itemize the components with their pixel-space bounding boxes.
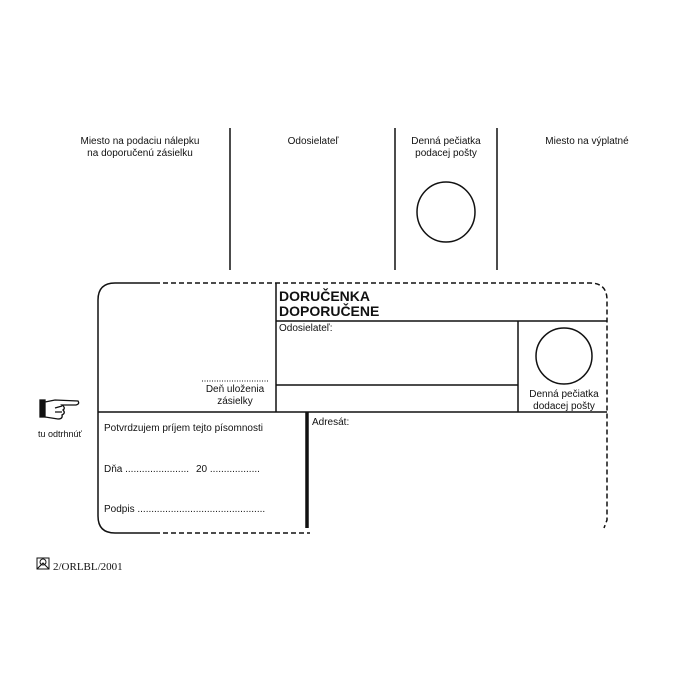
card-solid-edge bbox=[97, 282, 155, 534]
postage-place-label: Miesto na výplatné bbox=[545, 136, 629, 147]
sender-header-label: Odosielateľ bbox=[287, 136, 339, 147]
signature-line[interactable]: Podpis .................................… bbox=[104, 504, 266, 515]
post-logo-icon bbox=[36, 557, 50, 570]
card-dashed-edge bbox=[155, 282, 608, 529]
delivery-stamp-circle bbox=[535, 327, 593, 385]
stamp-circle bbox=[416, 181, 476, 243]
date-line[interactable]: Dňa ....................... bbox=[104, 464, 190, 475]
pointing-hand-icon bbox=[39, 399, 80, 420]
form-code: 2/ORLBL/2001 bbox=[53, 561, 123, 573]
tear-here-label: tu odtrhnúť bbox=[38, 429, 82, 439]
confirm-text: Potvrdzujem príjem tejto písomnosti bbox=[104, 423, 263, 434]
year-line[interactable]: 20 .................. bbox=[196, 464, 260, 475]
sender-field-label: Odosielateľ: bbox=[279, 323, 333, 334]
addressee-label: Adresát: bbox=[312, 417, 350, 428]
